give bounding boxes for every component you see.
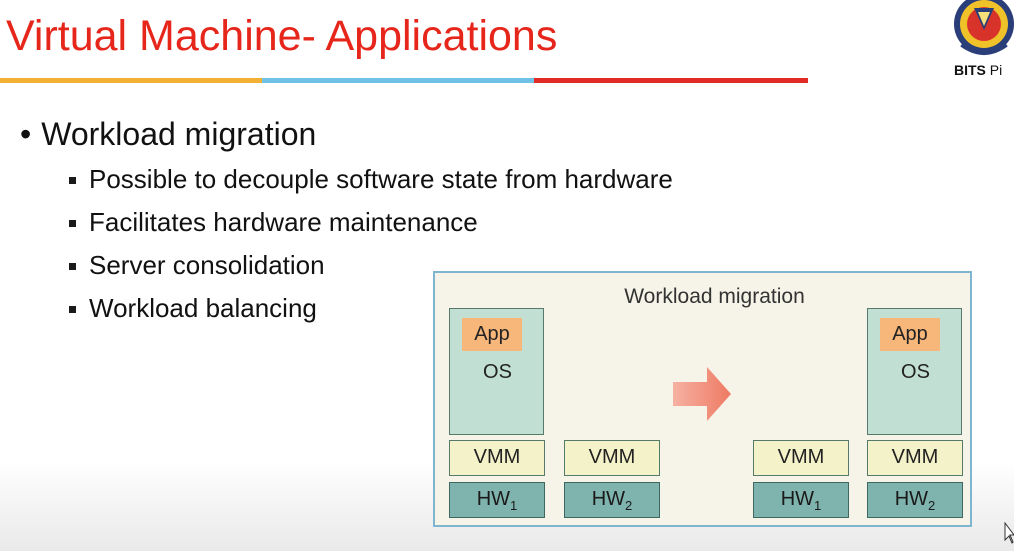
vm-box-destination: App OS (867, 308, 962, 435)
square-bullet-icon (69, 177, 76, 184)
vmm-box: VMM (867, 440, 963, 476)
bullet-dot: • (20, 116, 32, 152)
migration-arrow-icon (673, 367, 731, 421)
square-bullet-icon (69, 306, 76, 313)
square-bullet-icon (69, 263, 76, 270)
sub-bullet-text: Facilitates hardware maintenance (89, 207, 478, 237)
hw-subscript: 1 (814, 498, 822, 513)
hw1-box: HW1 (449, 482, 545, 518)
sub-bullet-item: Possible to decouple software state from… (69, 164, 673, 207)
vmm-box: VMM (564, 440, 660, 476)
hw-label: HW (780, 488, 815, 510)
hw2-box: HW2 (867, 482, 963, 518)
main-bullet-text: Workload migration (41, 116, 317, 152)
logo-text-rest: Pi (985, 62, 1003, 78)
sub-bullet-item: Facilitates hardware maintenance (69, 207, 673, 250)
hw-label: HW (591, 488, 626, 510)
hw-label: HW (894, 488, 929, 510)
title-underline-red (534, 78, 808, 83)
logo-wordmark: BITS Pi (954, 62, 1002, 78)
figure-title: Workload migration (624, 285, 805, 308)
bits-pilani-seal-icon (954, 0, 1014, 55)
hw-subscript: 2 (928, 498, 936, 513)
hw1-box: HW1 (753, 482, 849, 518)
title-underline-blue (262, 78, 534, 83)
workload-migration-figure: Workload migration App OS VMM HW1 VMM HW… (433, 271, 972, 527)
slide-title: Virtual Machine- Applications (6, 12, 558, 60)
hw-label: HW (476, 488, 511, 510)
sub-bullet-list: Possible to decouple software state from… (69, 164, 673, 336)
main-bullet: •Workload migration (20, 116, 316, 153)
os-label: OS (483, 361, 512, 383)
vm-box-source: App OS (449, 308, 544, 435)
logo-text-bold: BITS (954, 62, 986, 78)
bits-pilani-logo: BITS Pi (948, 0, 1014, 82)
hw2-box: HW2 (564, 482, 660, 518)
square-bullet-icon (69, 220, 76, 227)
mouse-cursor-icon (1004, 522, 1014, 544)
vmm-box: VMM (449, 440, 545, 476)
title-underline-yellow (0, 78, 262, 83)
app-box: App (462, 318, 522, 351)
hw-subscript: 2 (625, 498, 633, 513)
sub-bullet-item: Server consolidation (69, 250, 673, 293)
sub-bullet-text: Server consolidation (89, 250, 325, 280)
app-box: App (880, 318, 940, 351)
sub-bullet-text: Workload balancing (89, 293, 317, 323)
os-label: OS (901, 361, 930, 383)
sub-bullet-item: Workload balancing (69, 293, 673, 336)
sub-bullet-text: Possible to decouple software state from… (89, 164, 673, 194)
vmm-box: VMM (753, 440, 849, 476)
hw-subscript: 1 (510, 498, 518, 513)
